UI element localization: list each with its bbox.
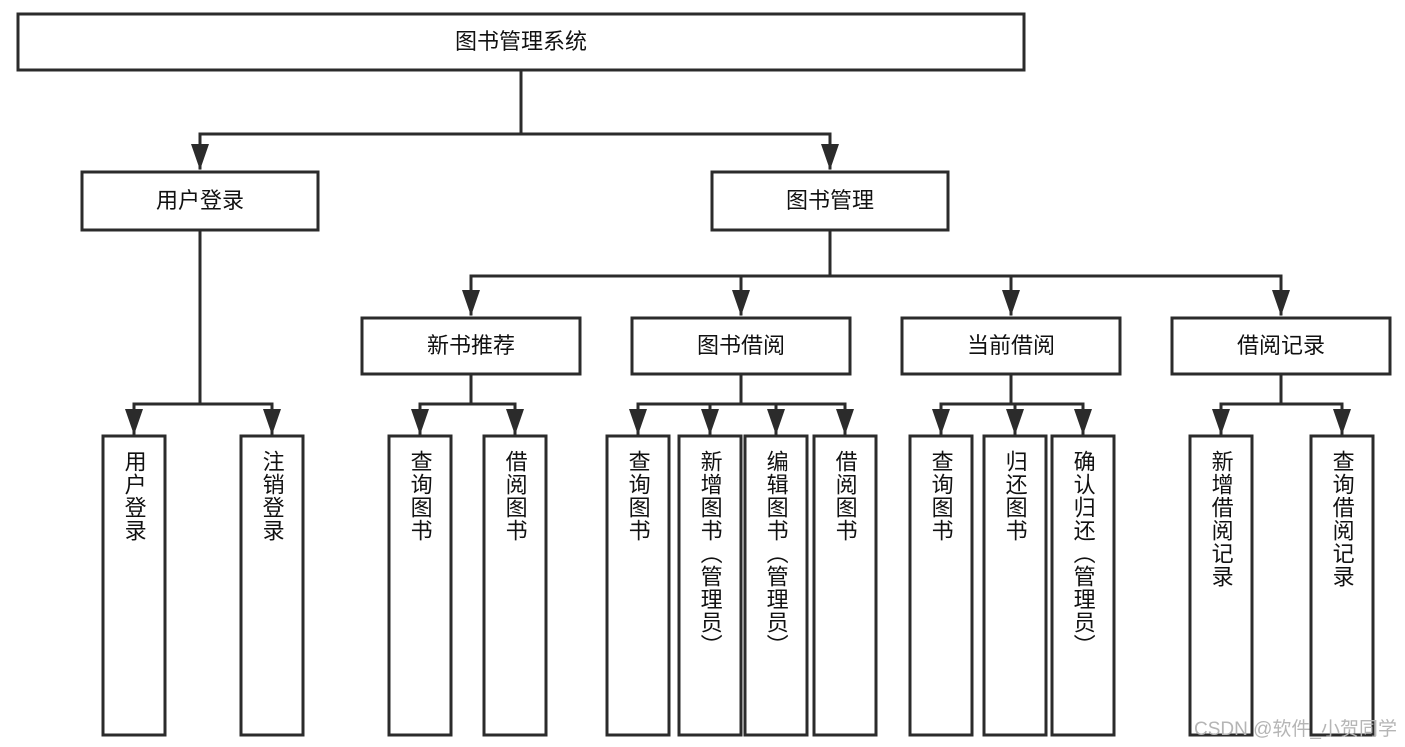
arrow-head-icon-leaf-4 bbox=[629, 409, 647, 435]
arrow-head-icon-level2-1 bbox=[821, 144, 839, 170]
leaf-node-11[interactable] bbox=[1188, 434, 1254, 737]
level2-node-1[interactable] bbox=[710, 170, 950, 232]
leaf-node-2[interactable] bbox=[387, 434, 453, 737]
level3-node-3[interactable] bbox=[1170, 316, 1392, 376]
leaf-node-0[interactable] bbox=[101, 434, 167, 737]
arrow-head-icon-level3-1 bbox=[732, 290, 750, 316]
level3-node-1[interactable] bbox=[630, 316, 852, 376]
leaf-node-6[interactable] bbox=[743, 434, 809, 737]
level3-node-label-3: 借阅记录 bbox=[1237, 333, 1325, 358]
arrow-head-icon-level3-2 bbox=[1002, 290, 1020, 316]
root-node[interactable] bbox=[16, 12, 1026, 72]
leaf-node-3[interactable] bbox=[482, 434, 548, 737]
arrow-head-icon-leaf-11 bbox=[1212, 409, 1230, 435]
arrow-head-icon-level3-3 bbox=[1272, 290, 1290, 316]
level3-node-0[interactable] bbox=[360, 316, 582, 376]
arrow-head-icon-level2-0 bbox=[191, 144, 209, 170]
level2-node-0[interactable] bbox=[80, 170, 320, 232]
arrow-head-icon-leaf-3 bbox=[506, 409, 524, 435]
arrow-head-icon-leaf-12 bbox=[1333, 409, 1351, 435]
leaf-node-10[interactable] bbox=[1050, 434, 1116, 737]
arrow-head-icon-leaf-9 bbox=[1006, 409, 1024, 435]
root-node-label: 图书管理系统 bbox=[455, 29, 587, 54]
watermark-text: CSDN @软件_小贺同学 bbox=[1194, 719, 1397, 740]
level3-node-2[interactable] bbox=[900, 316, 1122, 376]
leaf-node-12[interactable] bbox=[1309, 434, 1375, 737]
arrow-head-icon-leaf-0 bbox=[125, 409, 143, 435]
level2-node-label-0: 用户登录 bbox=[156, 188, 244, 213]
arrow-head-icon-leaf-5 bbox=[701, 409, 719, 435]
level3-node-label-2: 当前借阅 bbox=[967, 333, 1055, 358]
arrow-head-icon-leaf-1 bbox=[263, 409, 281, 435]
leaf-node-7[interactable] bbox=[812, 434, 878, 737]
arrow-head-icon-leaf-10 bbox=[1074, 409, 1092, 435]
arrow-head-icon-leaf-7 bbox=[836, 409, 854, 435]
leaf-node-5[interactable] bbox=[677, 434, 743, 737]
arrow-head-icon-leaf-6 bbox=[767, 409, 785, 435]
leaf-node-8[interactable] bbox=[908, 434, 974, 737]
leaf-node-9[interactable] bbox=[982, 434, 1048, 737]
level3-node-label-0: 新书推荐 bbox=[427, 333, 515, 358]
connector-lines bbox=[125, 68, 1351, 435]
leaf-node-4[interactable] bbox=[605, 434, 671, 737]
arrow-head-icon-leaf-2 bbox=[411, 409, 429, 435]
level2-node-label-1: 图书管理 bbox=[786, 188, 874, 213]
arrow-head-icon-level3-0 bbox=[462, 290, 480, 316]
node-boxes bbox=[16, 12, 1392, 737]
leaf-node-1[interactable] bbox=[239, 434, 305, 737]
level3-node-label-1: 图书借阅 bbox=[697, 333, 785, 358]
arrow-head-icon-leaf-8 bbox=[932, 409, 950, 435]
